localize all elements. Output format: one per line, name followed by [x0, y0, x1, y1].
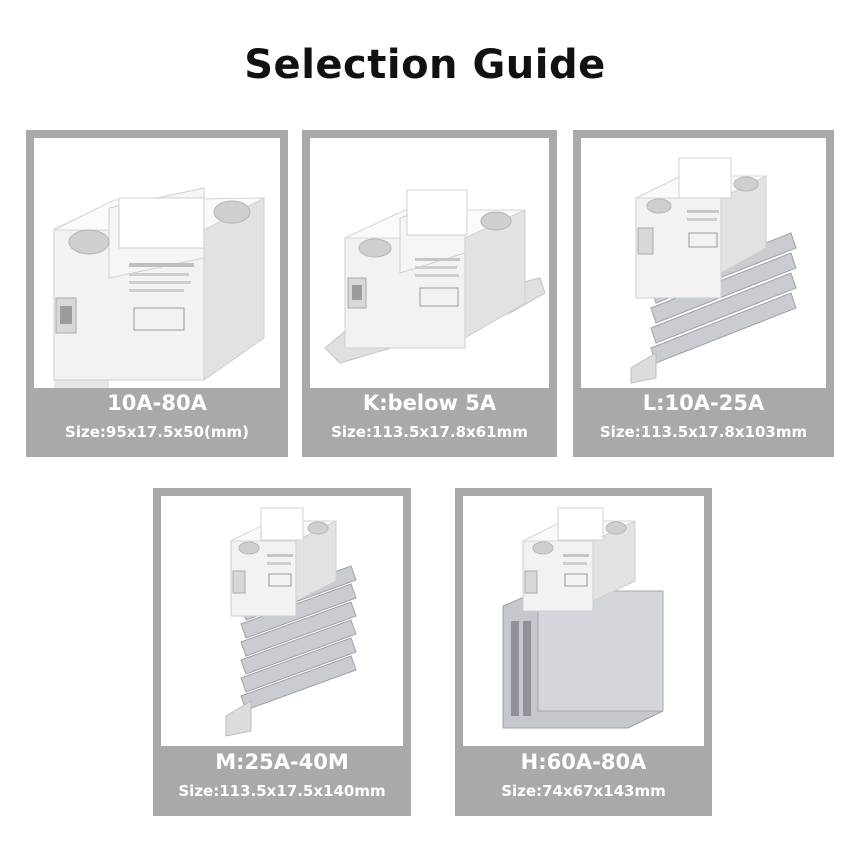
product-card-l-10a-25a[interactable]: L:10A-25A Size:113.5x17.8x103mm [573, 130, 834, 457]
product-caption: M:25A-40M Size:113.5x17.5x140mm [153, 749, 411, 801]
product-size: Size:95x17.5x50(mm) [65, 423, 249, 441]
product-card-h-60a-80a[interactable]: H:60A-80A Size:74x67x143mm [455, 488, 712, 816]
product-name: H:60A-80A [520, 750, 647, 774]
product-caption: H:60A-80A Size:74x67x143mm [455, 749, 712, 801]
product-caption: K:below 5A Size:113.5x17.8x61mm [302, 390, 557, 442]
product-size: Size:113.5x17.5x140mm [178, 782, 386, 800]
product-photo [161, 496, 403, 746]
product-card-m-25a-40m[interactable]: M:25A-40M Size:113.5x17.5x140mm [153, 488, 411, 816]
relay-module-image [502, 507, 664, 729]
product-card-k-below-5a[interactable]: K:below 5A Size:113.5x17.8x61mm [302, 130, 557, 457]
relay-module-image [225, 507, 357, 737]
product-size: Size:74x67x143mm [501, 782, 666, 800]
product-name: M:25A-40M [215, 750, 349, 774]
product-name: K:below 5A [362, 391, 497, 415]
product-photo [34, 138, 280, 388]
product-name: 10A-80A [107, 391, 207, 415]
product-caption: L:10A-25A Size:113.5x17.8x103mm [573, 390, 834, 442]
product-photo [581, 138, 826, 388]
product-photo [310, 138, 549, 388]
product-size: Size:113.5x17.8x61mm [331, 423, 528, 441]
product-photo [463, 496, 704, 746]
product-card-10a-80a[interactable]: 10A-80A Size:95x17.5x50(mm) [26, 130, 288, 457]
relay-module-image [53, 187, 265, 388]
product-name: L:10A-25A [642, 391, 765, 415]
relay-module-image [324, 189, 546, 364]
product-caption: 10A-80A Size:95x17.5x50(mm) [26, 390, 288, 442]
page-title: Selection Guide [244, 42, 606, 88]
product-size: Size:113.5x17.8x103mm [599, 423, 808, 441]
relay-module-image [630, 157, 797, 384]
